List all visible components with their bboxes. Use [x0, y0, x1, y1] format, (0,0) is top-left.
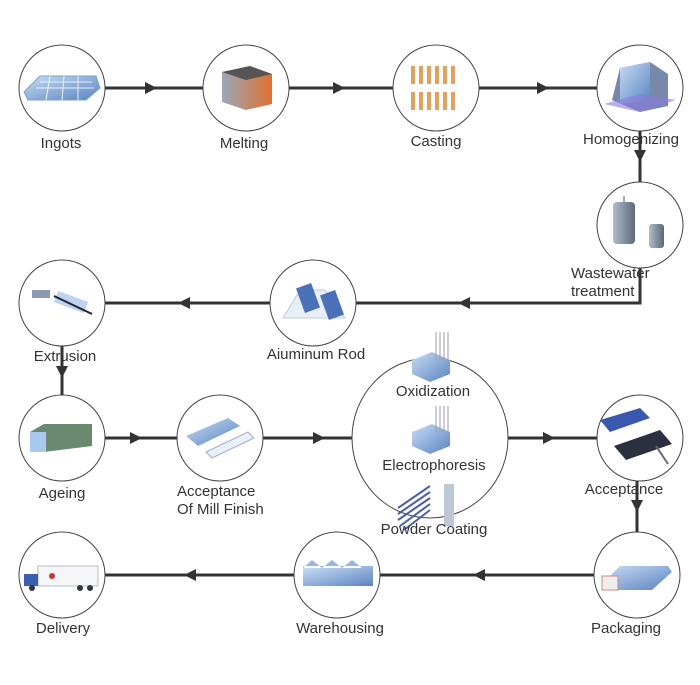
label-electrophoresis: Electrophoresis — [382, 457, 486, 474]
tanks-icon — [613, 196, 664, 248]
label-wastewater-line1: Wastewater — [571, 265, 650, 282]
arrow-left-icon — [473, 569, 485, 581]
label-extrusion: Extrusion — [33, 348, 97, 365]
label-packaging: Packaging — [590, 620, 662, 637]
oxidization-icon — [412, 332, 450, 382]
arrow-down-icon — [634, 150, 646, 162]
connector-lines — [60, 86, 642, 577]
furnace-icon — [222, 66, 272, 110]
arrow-down-icon — [56, 366, 68, 378]
arrow-right-icon — [537, 82, 549, 94]
arrow-left-icon — [178, 297, 190, 309]
arrowheads — [56, 82, 646, 581]
profiles-icon — [186, 418, 255, 459]
casting-icon — [411, 66, 455, 110]
arrow-right-icon — [130, 432, 142, 444]
label-homogenizing: Homogenizing — [583, 131, 679, 148]
label-melting: Melting — [219, 135, 269, 152]
label-acceptance: Acceptance — [584, 481, 664, 498]
warehouse-icon — [303, 560, 373, 586]
acceptance-profiles-icon — [600, 408, 672, 465]
delivery-truck-icon — [24, 565, 99, 591]
ageing-oven-icon — [30, 424, 92, 452]
arrow-right-icon — [543, 432, 555, 444]
wastewater-node — [596, 181, 684, 269]
label-casting: Casting — [410, 133, 462, 150]
powder-coating-icon — [397, 484, 454, 531]
label-powder-coating: Powder Coating — [380, 521, 488, 538]
arrow-left-icon — [458, 297, 470, 309]
arrow-left-icon — [184, 569, 196, 581]
mill-finish-node — [176, 394, 264, 482]
extrusion-press-icon — [32, 290, 93, 315]
label-ingots: Ingots — [40, 135, 82, 152]
casting-node — [392, 44, 480, 132]
label-wastewater-line2: treatment — [571, 283, 635, 300]
arrow-right-icon — [313, 432, 325, 444]
label-aluminum-rod: Aiuminum Rod — [266, 346, 366, 363]
ingots-icon — [23, 75, 101, 101]
electrophoresis-icon — [412, 406, 450, 454]
label-warehousing: Warehousing — [296, 620, 384, 637]
packaging-icon — [601, 566, 672, 591]
arrow-down-icon — [631, 500, 643, 512]
label-delivery: Delivery — [35, 620, 91, 637]
label-mill-finish-line2: Of Mill Finish — [177, 501, 264, 518]
label-mill-finish-line1: Acceptance — [177, 483, 256, 500]
aluminum-rod-icon — [282, 283, 346, 320]
label-oxidization: Oxidization — [395, 383, 471, 400]
arrow-right-icon — [145, 82, 157, 94]
arrow-right-icon — [333, 82, 345, 94]
label-ageing: Ageing — [38, 485, 86, 502]
homogenizing-furnace-icon — [604, 62, 676, 112]
